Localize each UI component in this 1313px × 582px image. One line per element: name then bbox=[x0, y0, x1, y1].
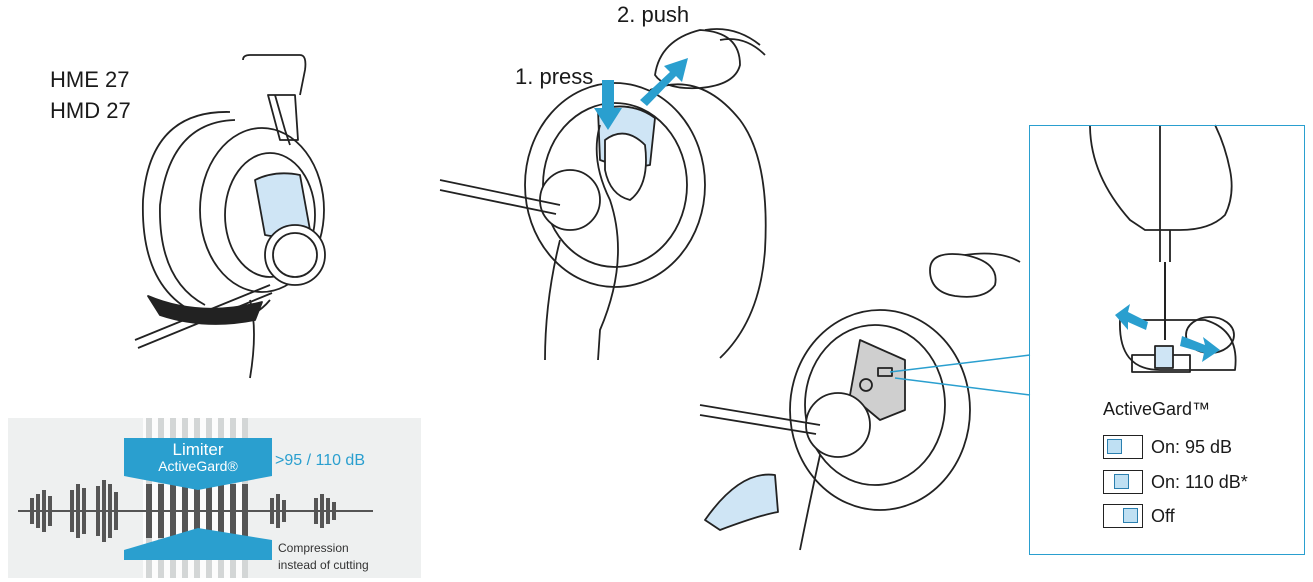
step-press-label: 1. press bbox=[515, 64, 593, 90]
limiter-level: >95 / 110 dB bbox=[275, 452, 365, 470]
switch-middle-icon bbox=[1103, 470, 1143, 494]
headset-open-illustration bbox=[700, 254, 1030, 550]
switch-right-icon bbox=[1103, 504, 1143, 528]
model-labels: HME 27 HMD 27 bbox=[50, 64, 131, 126]
option-label: Off bbox=[1151, 506, 1175, 527]
option-label: On: 110 dB* bbox=[1151, 472, 1248, 493]
step-push-label: 2. push bbox=[617, 2, 689, 28]
switch-left-icon bbox=[1103, 435, 1143, 459]
option-off: Off bbox=[1103, 503, 1175, 529]
option-label: On: 95 dB bbox=[1151, 437, 1232, 458]
limiter-note-line: instead of cutting bbox=[278, 557, 369, 574]
model-name: HMD 27 bbox=[50, 95, 131, 126]
limiter-note: Compression instead of cutting bbox=[278, 540, 369, 574]
activegard-title: ActiveGard™ bbox=[1103, 399, 1210, 420]
option-on-95: On: 95 dB bbox=[1103, 434, 1232, 460]
option-on-110: On: 110 dB* bbox=[1103, 469, 1248, 495]
headset-overview-illustration bbox=[135, 55, 325, 378]
headset-press-illustration bbox=[440, 29, 766, 360]
model-name: HME 27 bbox=[50, 64, 131, 95]
limiter-title-main: Limiter bbox=[172, 440, 223, 459]
limiter-subtitle: ActiveGard® bbox=[124, 458, 272, 475]
limiter-title: Limiter ActiveGard® bbox=[124, 441, 272, 475]
limiter-note-line: Compression bbox=[278, 540, 369, 557]
